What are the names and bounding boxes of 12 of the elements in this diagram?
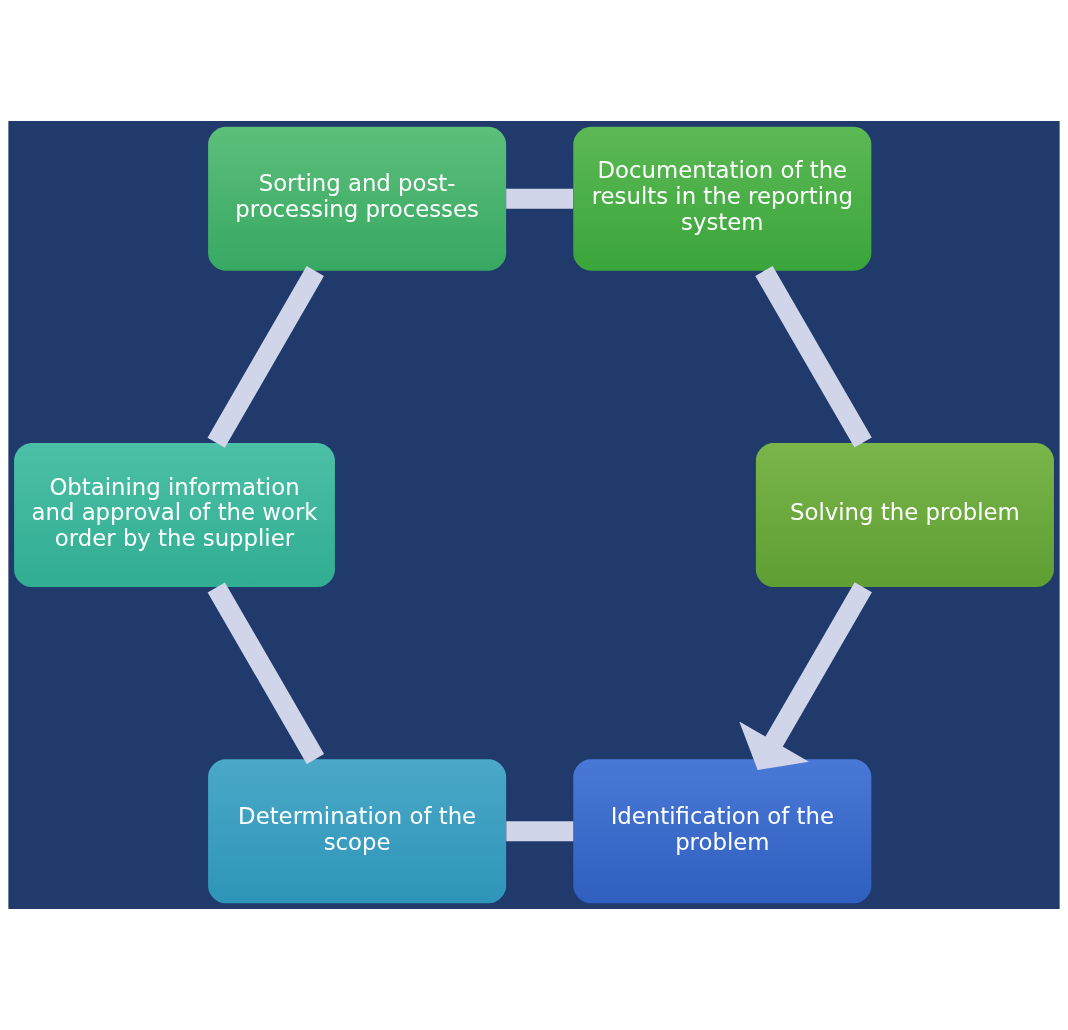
node-box: Obtaining information and approval of the work order by the supplier [14,443,335,587]
connector [506,188,574,209]
node-box: Identification of the problem [573,759,872,904]
connector [207,266,324,448]
node-box: Sorting and post-processing processes [208,126,507,271]
connector [506,821,574,842]
node-box: Documentation of the results in the reporting system [573,126,872,271]
connector [207,582,325,765]
node-box: Determination of the scope [208,759,507,904]
connector [755,265,872,448]
arrow [739,582,872,771]
node-box: Solving the problem [755,443,1054,587]
